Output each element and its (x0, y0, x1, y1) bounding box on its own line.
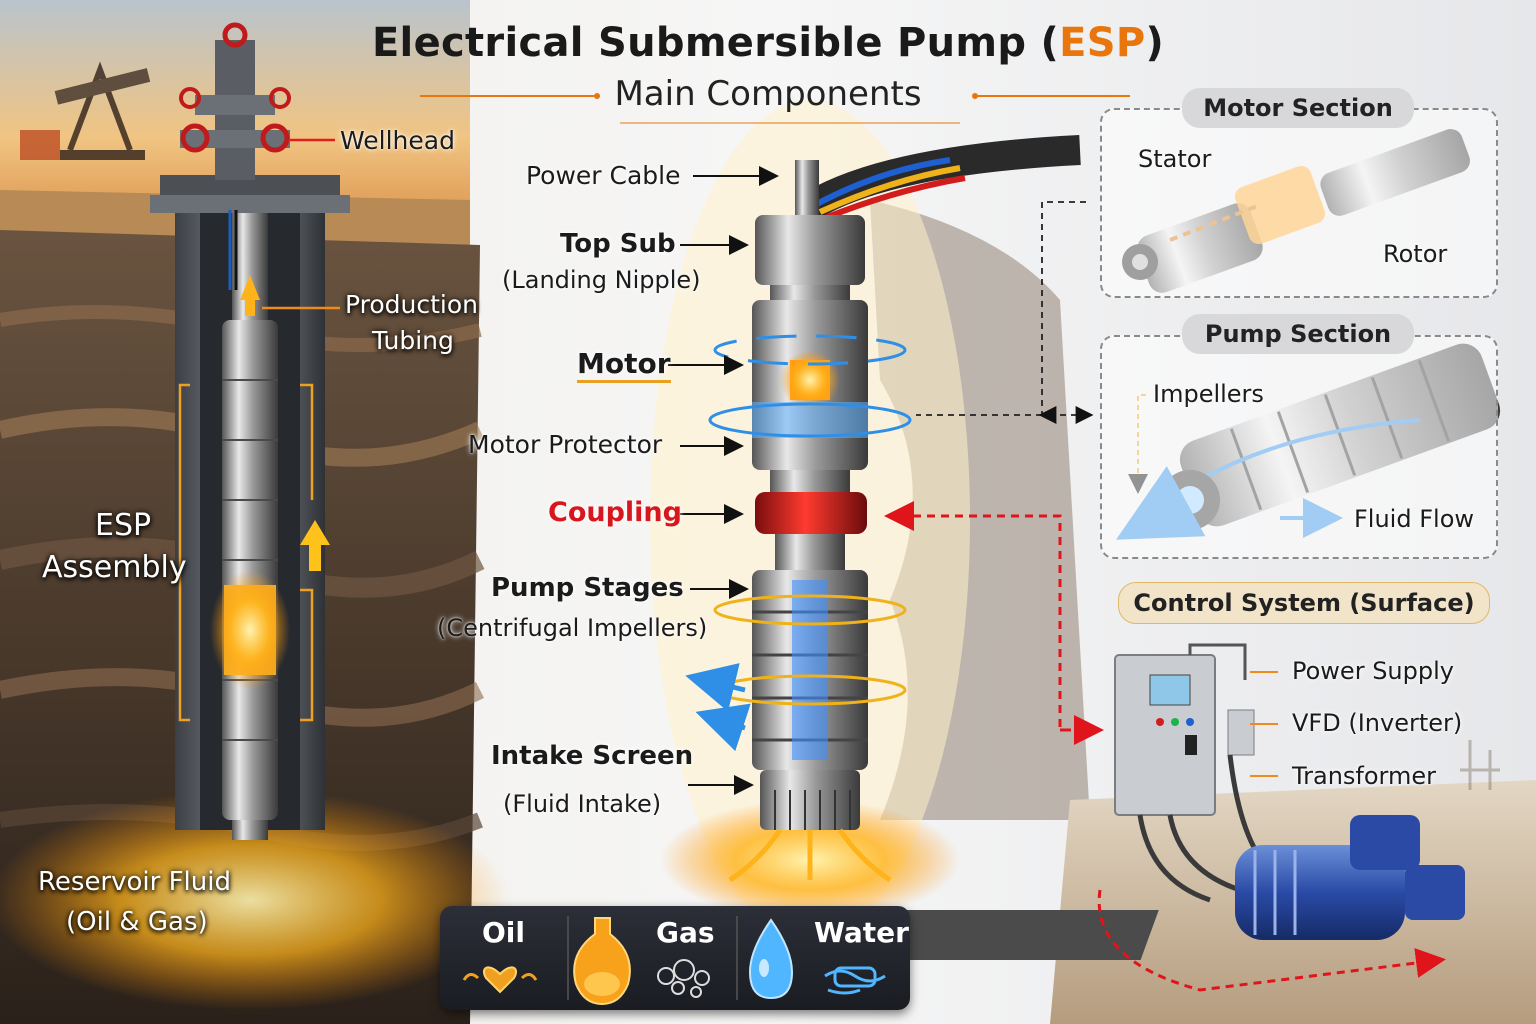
gas-bubbles-icon (657, 959, 710, 998)
legend-oil: Oil (482, 916, 525, 949)
label-fluid-flow: Fluid Flow (1354, 505, 1474, 533)
label-top-sub-note: (Landing Nipple) (502, 266, 701, 294)
fluid-legend: Oil Gas Water (440, 906, 910, 1010)
motor-skid (850, 910, 1159, 960)
label-intake-screen-note: (Fluid Intake) (503, 790, 662, 818)
label-reservoir-fluid-line1: Reservoir Fluid (38, 867, 231, 897)
label-wellhead: Wellhead (340, 126, 455, 155)
control-system-illustration (850, 643, 1536, 1024)
legend-gas: Gas (656, 916, 715, 949)
label-motor: Motor (577, 348, 671, 383)
center-leaders (668, 166, 1104, 795)
water-flow-icon (824, 966, 886, 995)
top-sub-part (755, 215, 865, 285)
label-power-supply: Power Supply (1292, 657, 1454, 685)
main-title: Electrical Submersible Pump (ESP) (371, 20, 1165, 66)
flow-up-arrow-icon (300, 520, 330, 545)
label-rotor: Rotor (1383, 240, 1448, 268)
flask-icon (573, 917, 631, 1006)
esp-column (685, 160, 912, 883)
label-impellers: Impellers (1153, 380, 1264, 408)
refinery-icon (1460, 740, 1500, 790)
motor-section-title: Motor Section (1182, 88, 1414, 128)
water-drop-icon (748, 918, 794, 1000)
inflow-arrow-icon (695, 703, 751, 752)
label-pump-stages-note: (Centrifugal Impellers) (437, 614, 708, 642)
label-intake-screen: Intake Screen (491, 741, 694, 771)
label-transformer: Transformer (1292, 762, 1437, 790)
label-production-tubing-line1: Production (345, 290, 479, 319)
left-well-scene (0, 0, 510, 1024)
label-coupling: Coupling (548, 497, 682, 528)
label-stator: Stator (1138, 145, 1212, 173)
flow-up-arrow-icon (240, 275, 260, 300)
control-system-title: Control System (Surface) (1118, 582, 1490, 624)
pump-jack-icon (20, 61, 151, 160)
legend-water: Water (814, 916, 909, 949)
label-production-tubing-line2: Tubing (372, 326, 454, 355)
label-top-sub: Top Sub (560, 229, 676, 259)
label-power-cable: Power Cable (526, 161, 681, 190)
label-esp-assembly-line1: ESP (95, 508, 152, 543)
pump-section-title: Pump Section (1182, 314, 1414, 354)
label-reservoir-fluid-line2: (Oil & Gas) (66, 907, 208, 937)
title-accent: ESP (1059, 20, 1146, 66)
label-vfd: VFD (Inverter) (1292, 709, 1463, 737)
label-esp-assembly-line2: Assembly (42, 550, 187, 585)
label-motor-protector: Motor Protector (468, 430, 663, 459)
label-pump-stages: Pump Stages (491, 573, 684, 603)
wellhead-icon (150, 22, 350, 290)
coupling-part (755, 492, 867, 534)
motor-section-panel (1100, 108, 1498, 298)
heart-icon (462, 966, 538, 994)
main-subtitle: Main Components (614, 74, 922, 114)
inflow-arrow-icon (685, 663, 746, 712)
legend-icons (462, 916, 886, 1006)
power-cable (796, 135, 1081, 223)
